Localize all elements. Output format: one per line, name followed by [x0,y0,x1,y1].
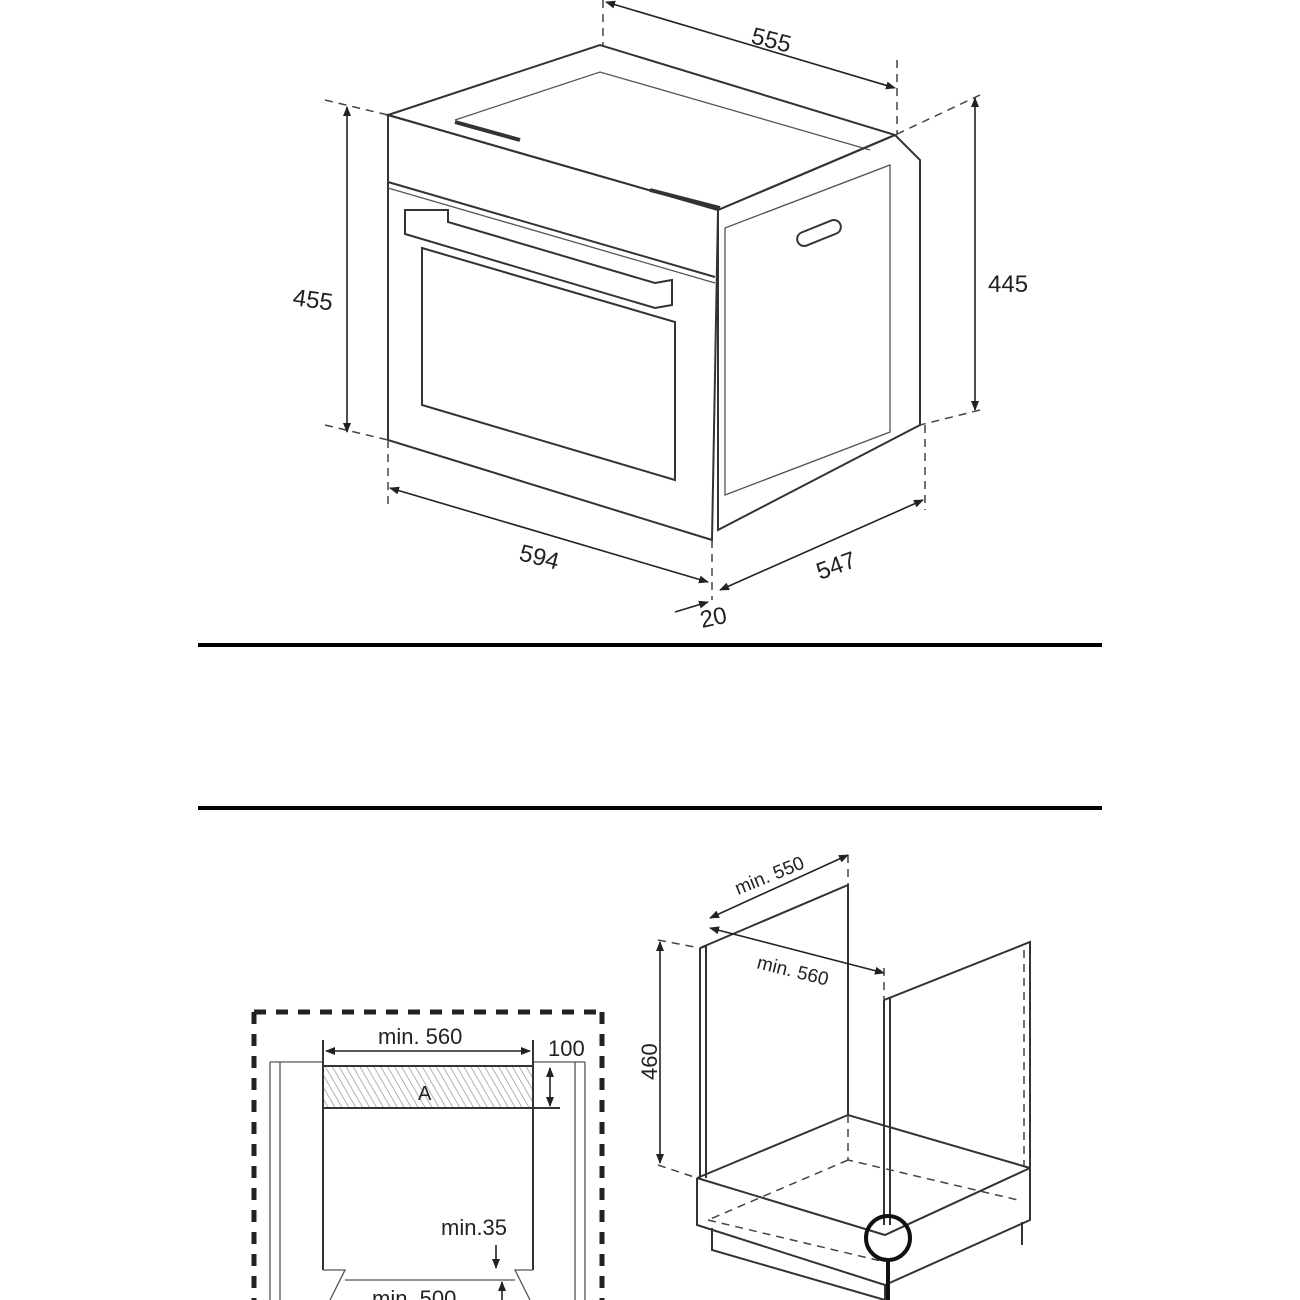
dim-line-20 [674,600,709,613]
oven-front [387,113,720,542]
label-20: 20 [698,602,730,634]
cabinet-front-view: min. 560 100 A min.35 min. 500 [251,1009,605,1300]
control-panel-edge [387,181,716,278]
oven-top [384,43,898,212]
door-handle [404,209,673,310]
dim-line-min560-iso [709,926,885,975]
door-window [421,246,676,482]
label-455: 455 [291,284,334,316]
cabinet-outline-dashed [251,1009,605,1300]
dim-line-min550 [709,854,849,919]
side-vent-slot [796,219,842,247]
oven-top-inner [454,71,871,151]
oven-side-panel [724,164,891,496]
label-460: 460 [637,1043,662,1080]
label-a: A [418,1083,432,1105]
label-100: 100 [548,1036,585,1061]
label-min560-front: min. 560 [378,1024,462,1049]
cabinet-iso-view: min. 550 min. 560 460 [637,853,1031,1300]
label-547: 547 [813,547,860,586]
dim-line-594 [389,486,709,584]
label-min500: min. 500 [372,1286,456,1300]
dim-line-547 [719,499,924,591]
door-top-edge [387,187,716,284]
oven-top-ridge [454,120,721,210]
label-min35: min.35 [441,1215,507,1240]
label-594: 594 [517,540,562,576]
dim-line-555 [605,0,896,90]
label-min560-iso: min. 560 [755,952,831,990]
oven-drawing: 555 455 445 594 547 20 [291,0,1028,634]
label-445: 445 [988,271,1028,298]
oven-side [717,133,921,532]
label-555: 555 [749,23,794,59]
label-min550: min. 550 [732,853,807,900]
detail-circle [864,1214,912,1262]
vent-area-a [322,1065,534,1109]
